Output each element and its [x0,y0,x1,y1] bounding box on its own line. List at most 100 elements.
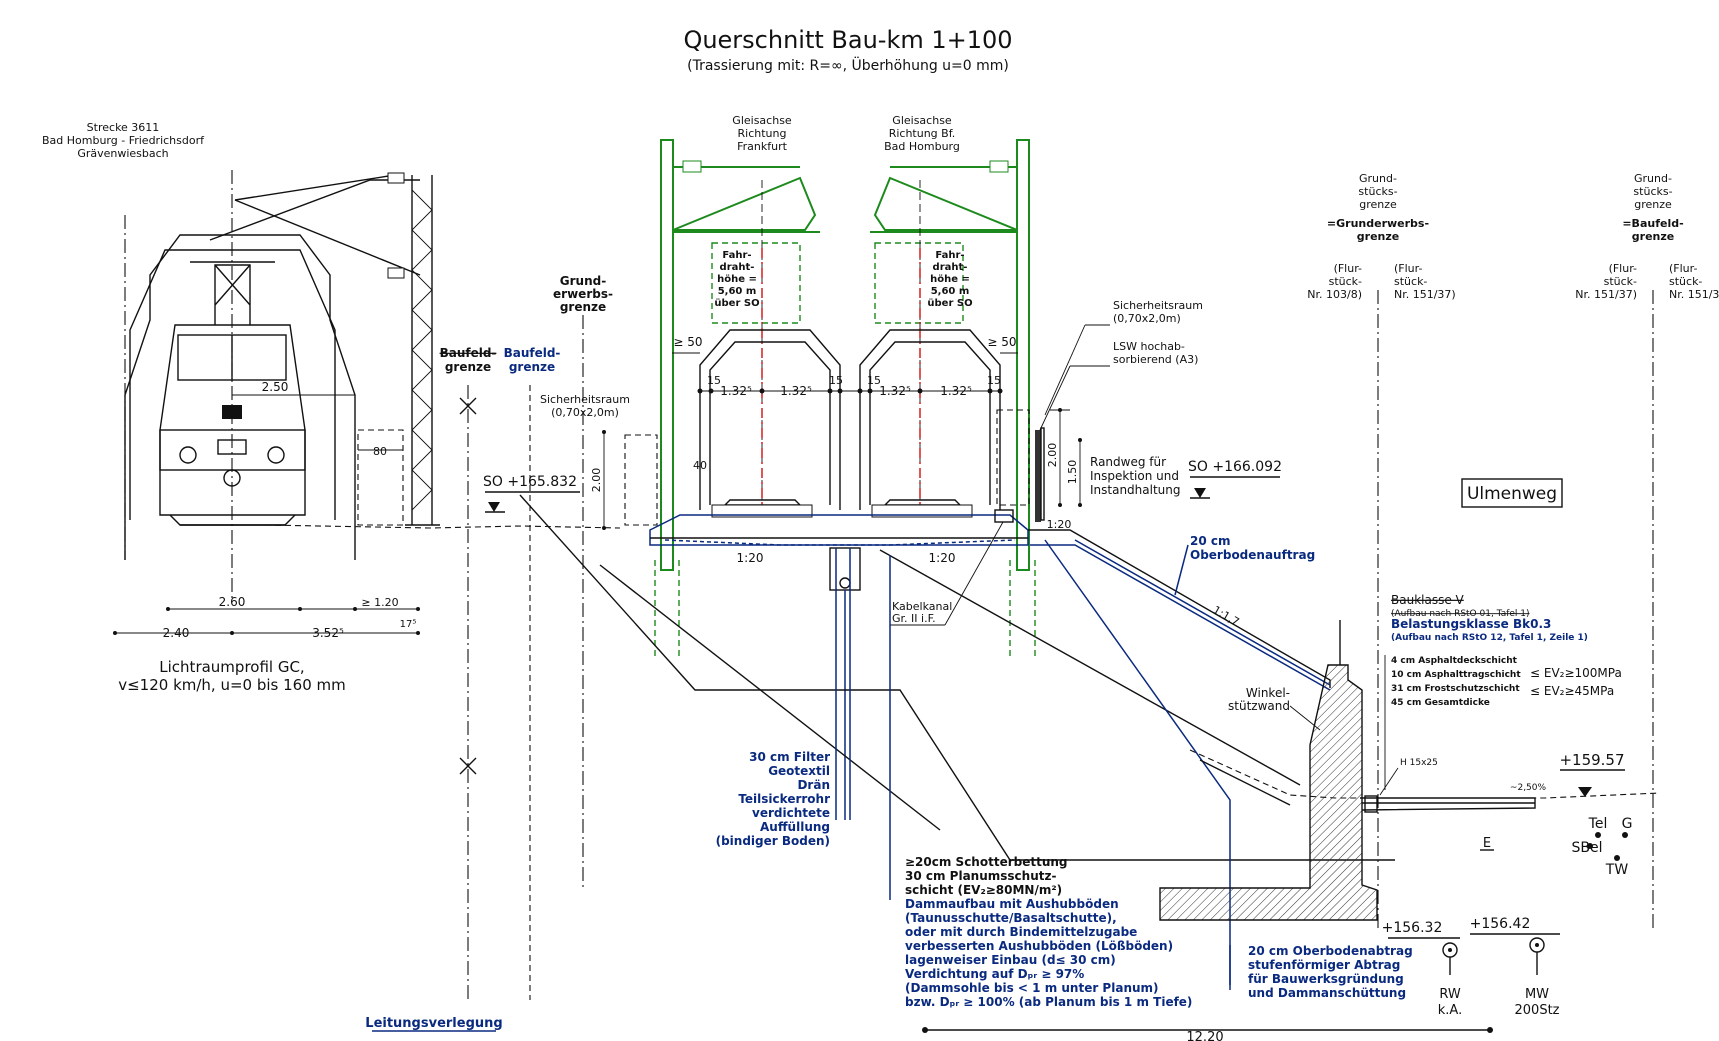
gleis1-line-1: Gleisachse [732,114,792,127]
baufeld-left-2: grenze [509,360,555,374]
damm-6: oder mit durch Bindemittelzugabe [905,925,1137,939]
util-sbel: SBel [1572,840,1603,856]
dim-2-00-right: 2.00 [1046,443,1059,468]
boundary-lines-left: Baufeld- grenze Baufeld- grenze Grund- e… [440,274,613,1000]
ev-2: ≤ EV₂≥45MPa [1530,684,1614,698]
ev-1: ≤ EV₂≥100MPa [1530,666,1622,680]
grund1-1: Grund- [1359,172,1397,185]
abtrag-2: stufenförmiger Abtrag [1248,958,1400,972]
bauklasse-2: (Aufbau nach RStO 01, Tafel 1) [1391,609,1530,619]
grund1-3: grenze [1359,198,1397,211]
road-ulmenweg: H 15x25 Ulmenweg +159.57 ~2,50% [1360,478,1625,813]
fd1-5: über SO [714,298,759,309]
damm-2: 30 cm Planumsschutz- [905,869,1056,883]
layer-1: 4 cm Asphaltdeckschicht [1391,656,1518,666]
baufeld-strike-2: grenze [445,360,491,374]
layer-2: 10 cm Asphalttragschicht [1391,670,1521,680]
dim-3-52: 3.52⁵ [312,626,344,640]
sicherheitsraum-right-2: (0,70x2,0m) [1113,312,1181,325]
right-track-annotations: Sicherheitsraum (0,70x2,0m) LSW hochab- … [996,299,1282,531]
mw-1: MW [1525,987,1549,1002]
winkel-1: Winkel- [1246,686,1290,700]
flur3-1: (Flur- [1609,262,1637,275]
track-section: 15 1.32⁵ 1.32⁵ 15 15 1.32⁵ 1.32⁵ 15 ≥ 50… [649,139,1036,820]
embankment: 20 cm Oberbodenauftrag 1:1,7 [519,494,1661,985]
drain-annotation: 30 cm Filter Geotextil Drän Teilsickerro… [716,548,851,848]
ulmenweg-label: Ulmenweg [1467,484,1557,504]
dim-15-b: 15 [829,374,843,387]
flur1-1: (Flur- [1334,262,1362,275]
grund2-1: Grund- [1634,172,1672,185]
damm-11: bzw. Dₚᵣ ≥ 100% (ab Planum bis 1 m Tiefe… [905,995,1192,1009]
dim-132-d: 1.32⁵ [940,384,972,398]
fd2-4: 5,60 m [931,286,970,297]
kabelkanal-label: Kabelkanal Gr. II i.F. [890,521,1004,626]
abtrag-1: 20 cm Oberbodenabtrag [1248,944,1413,958]
lsw-2: sorbierend (A3) [1113,353,1198,366]
fd2-5: über SO [927,298,972,309]
grund2-4: =Baufeld- [1622,217,1683,230]
lichtraum-line-2: v≤120 km/h, u=0 bis 160 mm [118,676,346,694]
gleis1-line-2: Richtung [738,127,787,140]
randweg-1: Randweg für [1090,455,1166,469]
flur3-2: stück- [1604,275,1637,288]
boundary-lines-right: Grund- stücks- grenze =Grunderwerbs- gre… [1307,172,1719,930]
fd1-4: 5,60 m [718,286,757,297]
dim-1-50: 1.50 [1066,460,1079,485]
grund2-3: grenze [1634,198,1672,211]
util-g: G [1622,816,1633,832]
grunderwerb-left-2: erwerbs- [553,287,613,301]
layer-4: 45 cm Gesamtdicke [1391,698,1490,708]
damm-5: (Taunusschutte/Basaltschutte), [905,911,1117,925]
bauklasse-1: Bauklasse V [1391,593,1465,607]
fd2-2: draht- [933,262,968,273]
marker-e: E [1483,836,1491,851]
so-left-label: SO +165.832 [483,474,577,490]
drain-6: Auffüllung [760,820,830,834]
kabelkanal-1: Kabelkanal [892,600,952,613]
baufeld-left-1: Baufeld- [504,346,561,360]
damm-4: Dammaufbau mit Aushubböden [905,897,1119,911]
dim-2-00-left: 2.00 [590,468,603,493]
dim-132-b: 1.32⁵ [780,384,812,398]
fd1-2: draht- [720,262,755,273]
dim-80: 80 [373,445,387,458]
dim-15-d: 15 [987,374,1001,387]
sicherheitsraum-left-1: Sicherheitsraum [540,393,630,406]
so-right-label: SO +166.092 [1188,459,1282,475]
grunderwerb-left-1: Grund- [560,274,606,288]
fd2-3: höhe = [930,274,970,285]
slope-1-20-left: 1:20 [737,551,764,565]
dim-2-60: 2.60 [219,595,246,609]
slope-2-50: ~2,50% [1510,783,1547,793]
utilities: Tel G SBel TW E [1480,816,1632,878]
fd1-1: Fahr- [722,250,751,261]
drawing-subtitle: (Trassierung mit: R=∞, Überhöhung u=0 mm… [687,56,1009,74]
grunderwerb-left-3: grenze [560,300,606,314]
bauklasse-4: (Aufbau nach RStO 12, Tafel 1, Zeile 1) [1391,633,1588,643]
winkel-2: stützwand [1228,699,1290,713]
oberboden-2: Oberbodenauftrag [1190,548,1315,562]
dim-1-20: ≥ 1.20 [361,596,398,609]
dim-15-c: 15 [867,374,881,387]
sicherheitsraum-left-2: (0,70x2,0m) [551,406,619,419]
slope-1-20-right: 1:20 [1047,518,1072,531]
flur1-3: Nr. 103/8) [1307,288,1362,301]
gleisachse-labels: Gleisachse Richtung Frankfurt Gleisachse… [732,114,960,153]
dim-12-20: 12.20 [1186,1030,1223,1041]
sicherheitsraum-left: Sicherheitsraum (0,70x2,0m) 2.00 [540,393,658,530]
grund2-2: stücks- [1633,185,1672,198]
slope-1-20-mid: 1:20 [929,551,956,565]
abtrag-annotation: 20 cm Oberbodenabtrag stufenförmiger Abt… [1229,944,1413,1000]
oberboden-1: 20 cm [1190,534,1231,548]
drain-2: Geotextil [768,764,830,778]
damm-10: (Dammsohle bis < 1 m unter Planum) [905,981,1159,995]
drain-3: Drän [797,778,830,792]
flur3-3: Nr. 151/37) [1575,288,1637,301]
dim-ge50-left: ≥ 50 [673,335,702,349]
elev-rw: +156.32 [1382,920,1443,936]
strecke-line-2: Bad Homburg - Friedrichsdorf [42,134,205,147]
kabelkanal-2: Gr. II i.F. [892,612,936,625]
lsw-1: LSW hochab- [1113,340,1185,353]
